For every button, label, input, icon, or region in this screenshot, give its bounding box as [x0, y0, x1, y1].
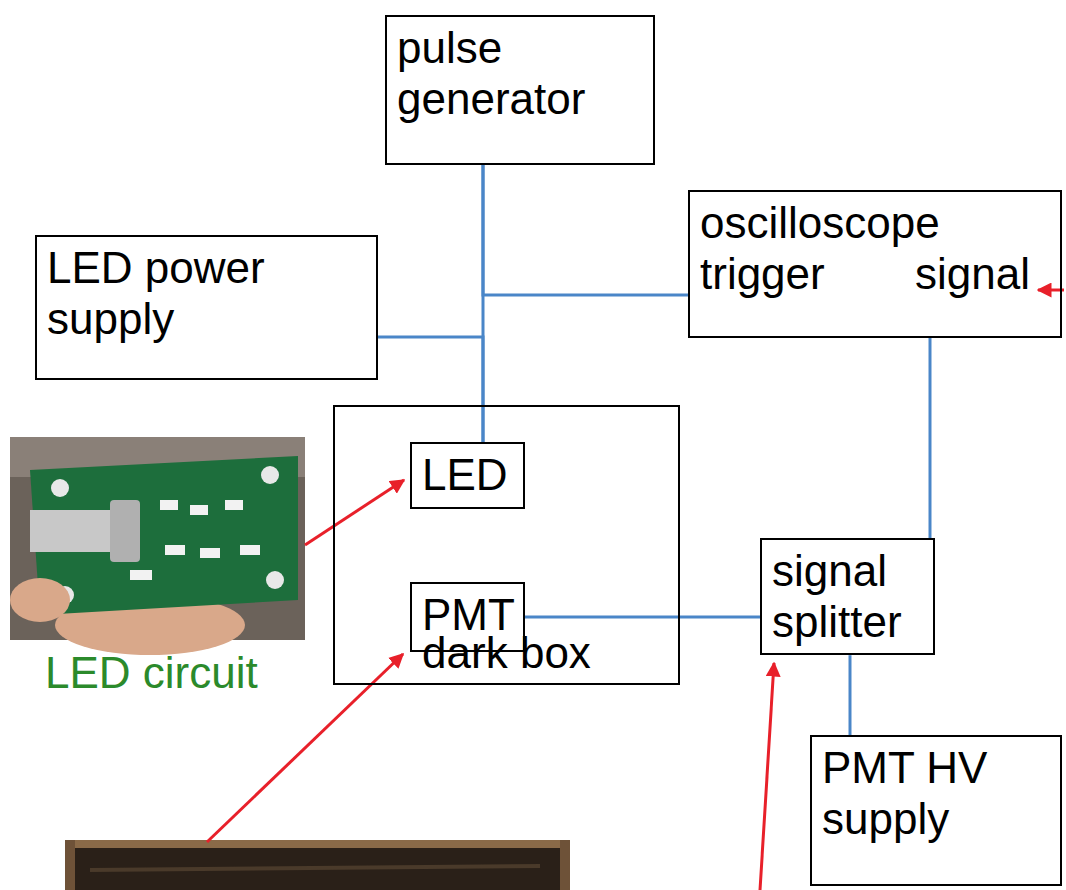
- node-text: pulse generator: [397, 23, 643, 124]
- pulse-generator-box: pulse generator: [385, 15, 655, 165]
- power-supply-box: LED power supply: [35, 235, 378, 380]
- pointer-arrow: [760, 663, 774, 890]
- oscilloscope-box: oscilloscopetrigger signal: [688, 190, 1062, 338]
- dark-box: dark boxLEDPMT: [333, 405, 680, 685]
- node-text: LED power supply: [47, 243, 287, 344]
- node-text: LED: [422, 450, 513, 501]
- node-text: trigger: [700, 249, 825, 300]
- signal-cable: [849, 655, 852, 735]
- signal-cable: [483, 165, 688, 295]
- signal-cable: [525, 616, 760, 619]
- node-text: oscilloscope: [700, 198, 1050, 249]
- node-text: PMT HV supply: [822, 743, 1022, 844]
- hv-supply-box: PMT HV supply: [810, 735, 1062, 886]
- photo-caption: LED circuit: [45, 648, 258, 699]
- pmt-box: PMT: [410, 582, 525, 652]
- node-text: signal splitter: [772, 546, 923, 647]
- pointer-arrows: [207, 290, 1064, 890]
- pointer-arrow: [305, 480, 404, 545]
- node-text: signal: [915, 249, 1030, 300]
- splitter-box: signal splitter: [760, 538, 935, 655]
- signal-cable: [378, 337, 483, 442]
- node-text: PMT: [422, 590, 513, 641]
- dark-box-photo: [65, 840, 570, 890]
- signal-cable: [929, 338, 932, 538]
- port-row: trigger signal: [700, 249, 1050, 300]
- led-box: LED: [410, 442, 525, 509]
- led-circuit-photo: [10, 437, 305, 655]
